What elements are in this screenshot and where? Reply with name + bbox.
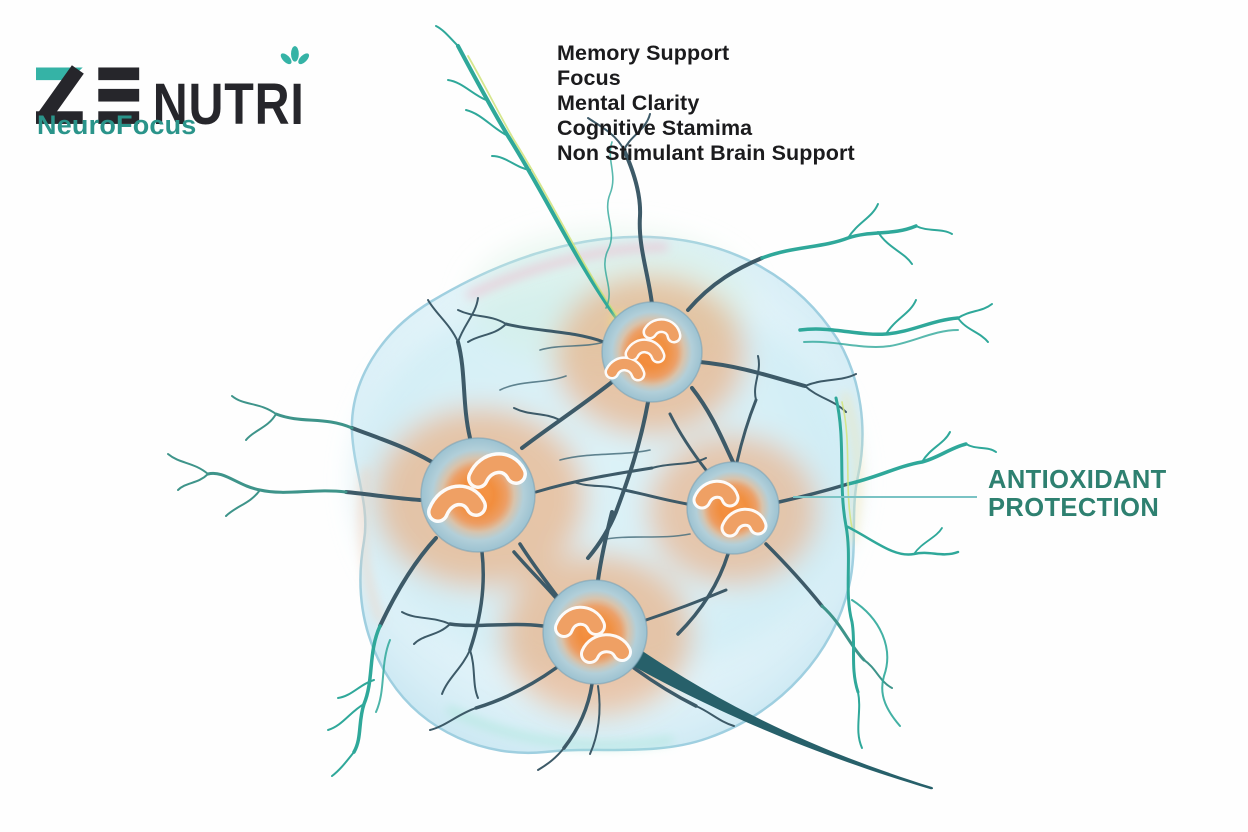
thick-axon bbox=[621, 644, 934, 790]
teal-axons bbox=[327, 25, 997, 777]
letter-z bbox=[36, 65, 84, 125]
zenutri-wordmark: NUTRI bbox=[36, 46, 310, 126]
dendrites bbox=[344, 113, 857, 771]
benefit-item: Memory Support bbox=[557, 41, 730, 65]
antioxidant-callout: ANTIOXIDANT PROTECTION bbox=[988, 466, 1167, 522]
brand-logo: NUTRI bbox=[36, 44, 336, 126]
callout-line-2: PROTECTION bbox=[988, 494, 1160, 522]
leaf-icon bbox=[280, 46, 310, 65]
organelles bbox=[427, 318, 768, 664]
benefit-item: Cognitive Stamima bbox=[557, 116, 753, 140]
product-line-name: NeuroFocus bbox=[37, 110, 197, 140]
benefit-item: Mental Clarity bbox=[557, 91, 700, 115]
letter-e bbox=[98, 67, 140, 124]
benefits-list: Memory Support Focus Mental Clarity Cogn… bbox=[557, 41, 855, 166]
benefit-item: Non Stimulant Brain Support bbox=[557, 141, 855, 165]
callout-line-1: ANTIOXIDANT bbox=[988, 466, 1167, 494]
brand-text: NUTRI bbox=[153, 72, 305, 126]
outer-dendrites bbox=[167, 395, 893, 689]
benefit-item: Focus bbox=[557, 66, 621, 90]
dendrite-mesh bbox=[499, 341, 691, 541]
